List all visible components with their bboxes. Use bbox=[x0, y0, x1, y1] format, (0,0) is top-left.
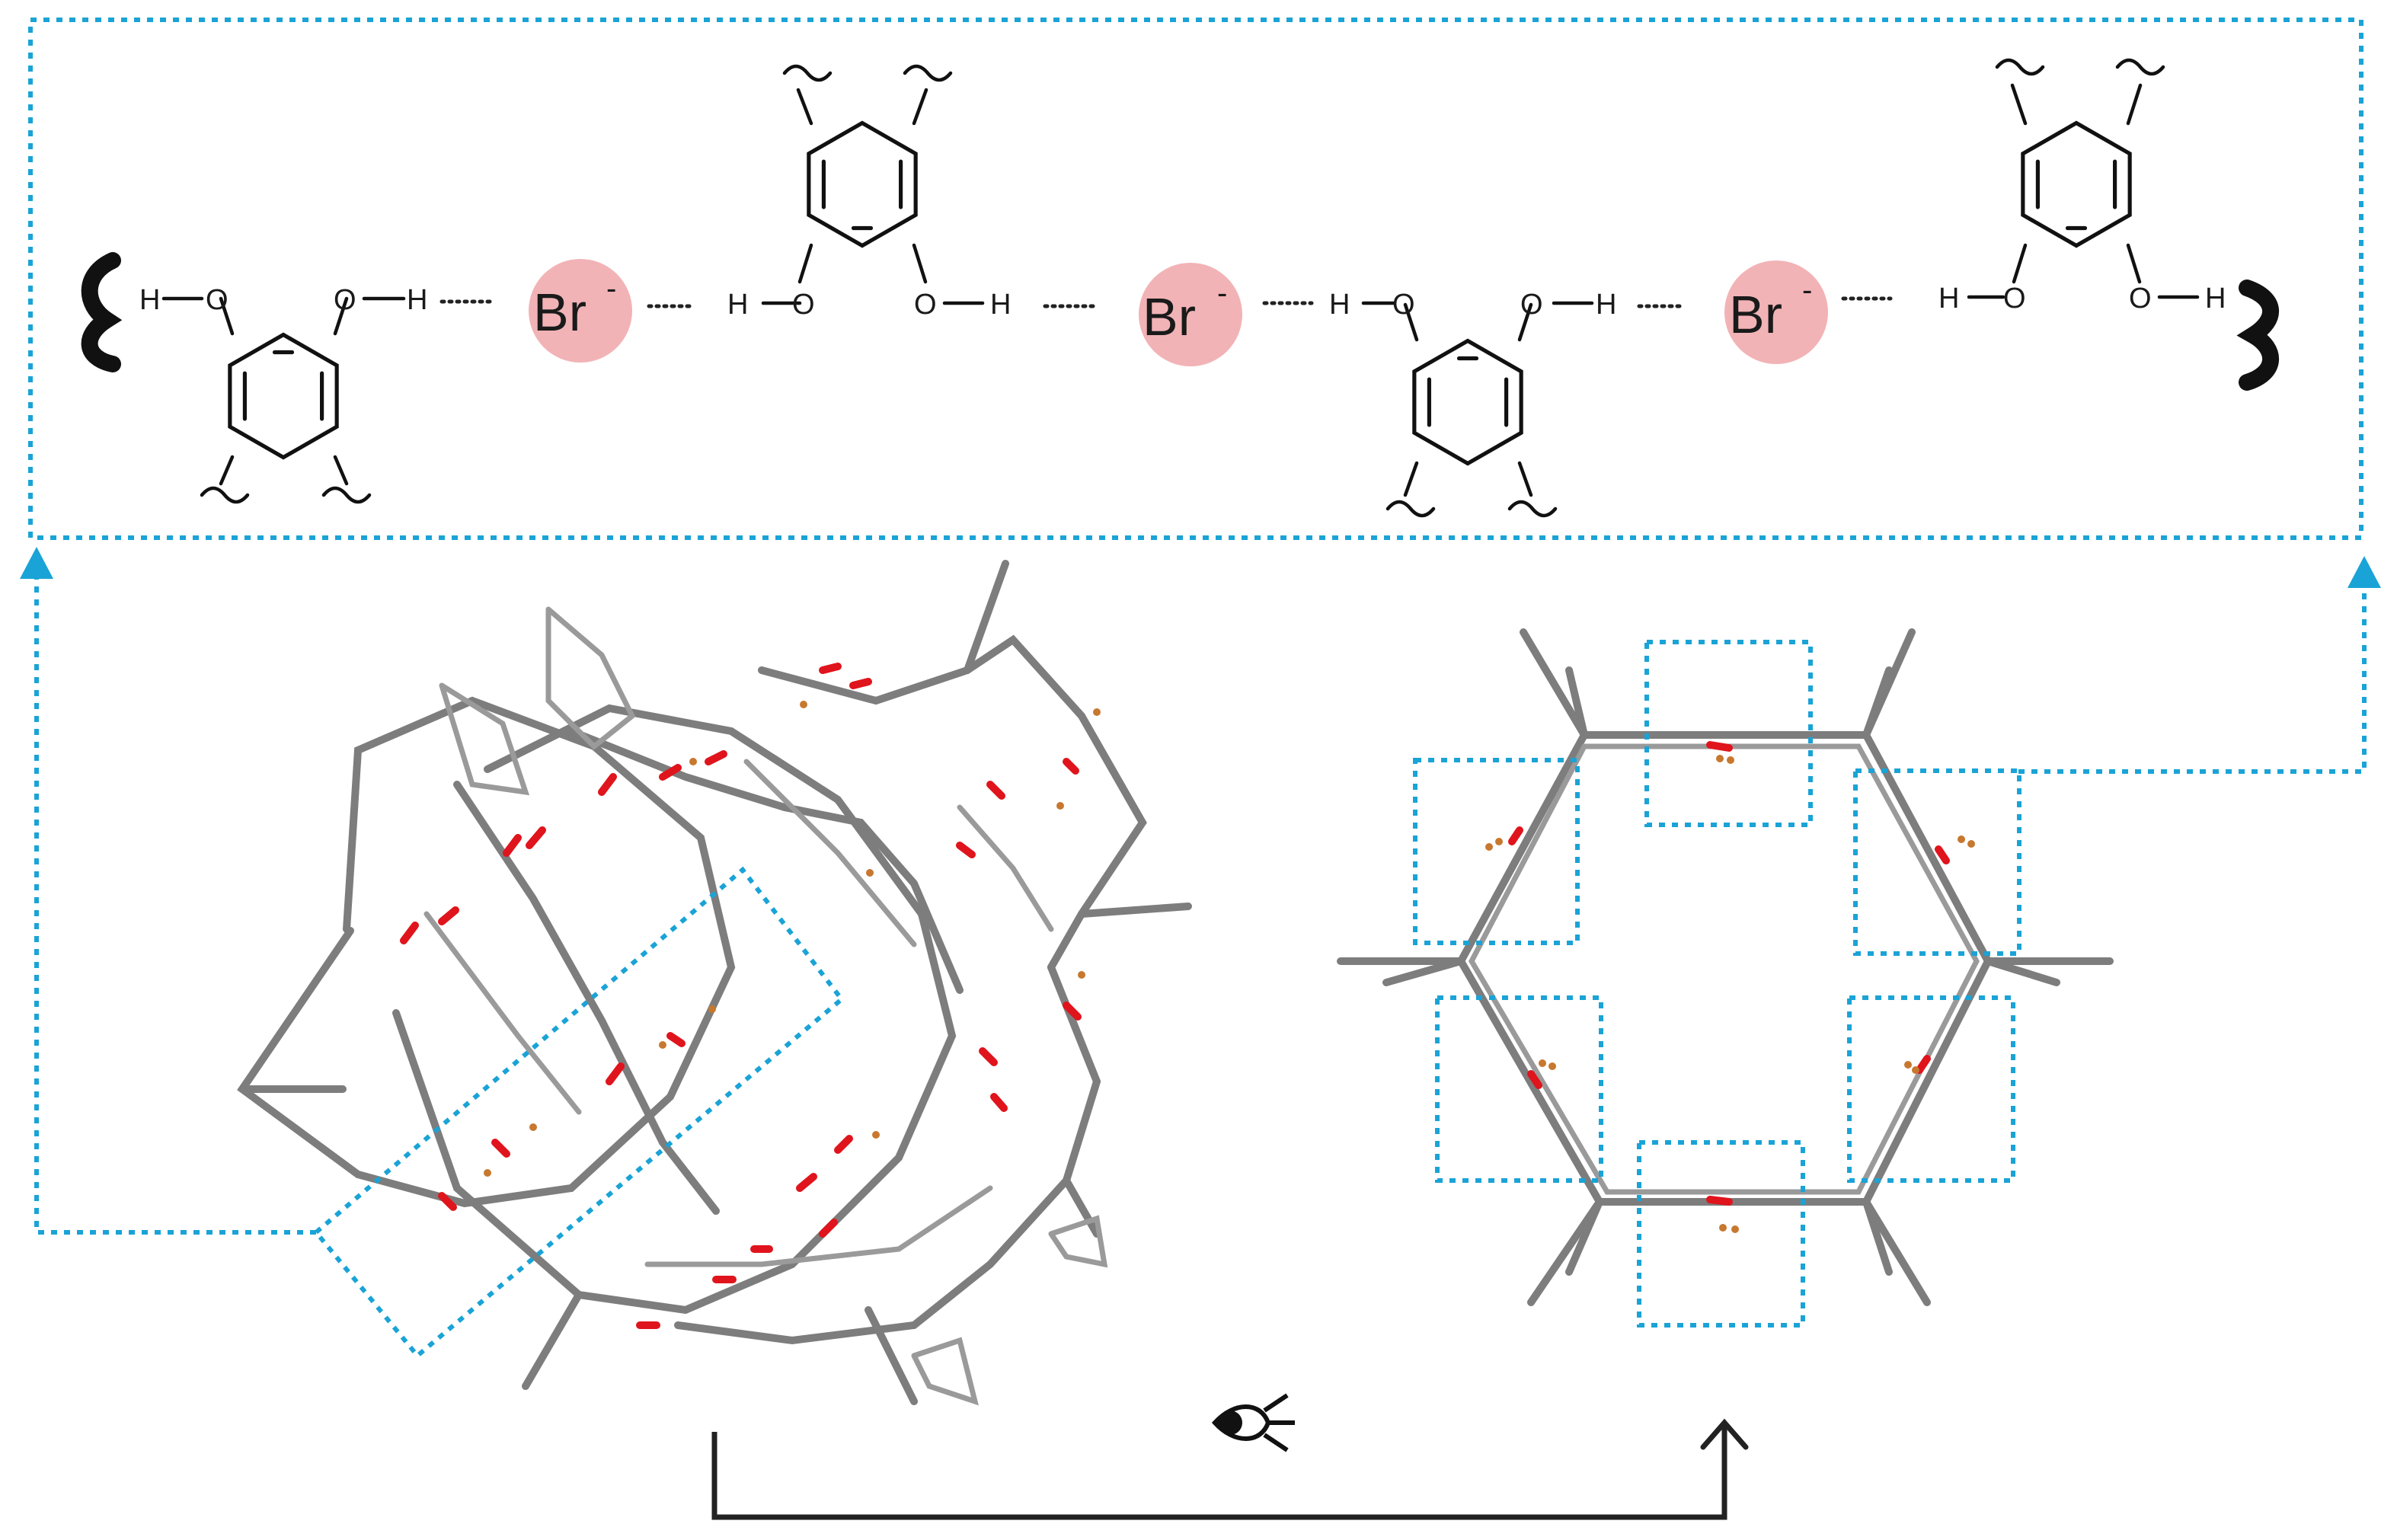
highlight-connectors bbox=[20, 547, 2381, 1235]
arrow-up-icon bbox=[1700, 1418, 1749, 1450]
eye-icon bbox=[1211, 1393, 1295, 1452]
bromide-ion-1: Br - bbox=[529, 259, 632, 363]
atom-o: O bbox=[914, 289, 937, 321]
atom-o: O bbox=[1392, 289, 1415, 321]
oxygen-atoms bbox=[400, 663, 1082, 1329]
bromide-dots bbox=[484, 701, 1101, 1177]
atom-h: H bbox=[1938, 283, 1959, 315]
atom-o: O bbox=[334, 284, 356, 316]
bromide-dots bbox=[1485, 755, 1975, 1233]
highlight-box-top bbox=[1644, 640, 1813, 827]
atom-h: H bbox=[1329, 289, 1350, 321]
highlight-box-upper-left bbox=[1413, 758, 1580, 945]
oxygen-atoms bbox=[1508, 741, 1950, 1206]
atom-h: H bbox=[139, 284, 160, 316]
bromide-charge: - bbox=[1217, 276, 1227, 310]
chain-left-brace bbox=[81, 252, 123, 372]
catechol-unit-2: H O O H bbox=[727, 66, 1011, 321]
bromide-symbol: Br bbox=[533, 283, 586, 342]
top-view-highlight-boxes bbox=[1413, 640, 2021, 1328]
atom-h: H bbox=[990, 289, 1011, 321]
highlight-box-upper-right bbox=[1853, 768, 2021, 956]
catechol-unit-1: H O O H bbox=[139, 284, 427, 502]
atom-o: O bbox=[1520, 289, 1543, 321]
chain-highlight-frame bbox=[28, 18, 2363, 540]
chain-right-brace bbox=[2236, 280, 2280, 391]
catechol-unit-3: H O O H bbox=[1329, 289, 1616, 516]
atom-h: H bbox=[2205, 283, 2226, 315]
highlight-box-lower-right bbox=[1847, 995, 2015, 1183]
catechol-unit-4: H O O H bbox=[1938, 60, 2226, 315]
hbond-chain-panel: H O O H Br - H O O H bbox=[28, 18, 2363, 540]
highlight-box-lower-left bbox=[1435, 995, 1603, 1183]
bromide-symbol: Br bbox=[1143, 287, 1196, 347]
right-connector-line bbox=[2018, 588, 2367, 774]
bromide-ion-2: Br - bbox=[1139, 263, 1242, 366]
bromide-charge: - bbox=[606, 272, 616, 305]
atom-h: H bbox=[1596, 289, 1616, 321]
bromide-charge: - bbox=[1802, 273, 1812, 307]
view-arrow-line bbox=[711, 1426, 1727, 1520]
atom-h: H bbox=[727, 289, 748, 321]
atom-h: H bbox=[407, 284, 427, 316]
atom-o: O bbox=[206, 284, 229, 316]
highlight-box-bottom bbox=[1637, 1140, 1805, 1328]
atom-o: O bbox=[2129, 283, 2152, 315]
bromide-ion-3: Br - bbox=[1724, 260, 1828, 364]
atom-o: O bbox=[792, 289, 815, 321]
view-direction-arrow bbox=[711, 1393, 1749, 1520]
top-view-structure bbox=[1337, 628, 2114, 1328]
carbon-framework bbox=[1337, 628, 2114, 1306]
bromide-symbol: Br bbox=[1729, 285, 1782, 344]
left-connector-line bbox=[34, 570, 316, 1235]
carbon-framework bbox=[237, 560, 1192, 1406]
atom-o: O bbox=[2003, 283, 2026, 315]
right-arrowhead bbox=[2347, 556, 2381, 588]
left-arrowhead bbox=[20, 547, 53, 579]
perspective-view-structure bbox=[237, 560, 1192, 1406]
